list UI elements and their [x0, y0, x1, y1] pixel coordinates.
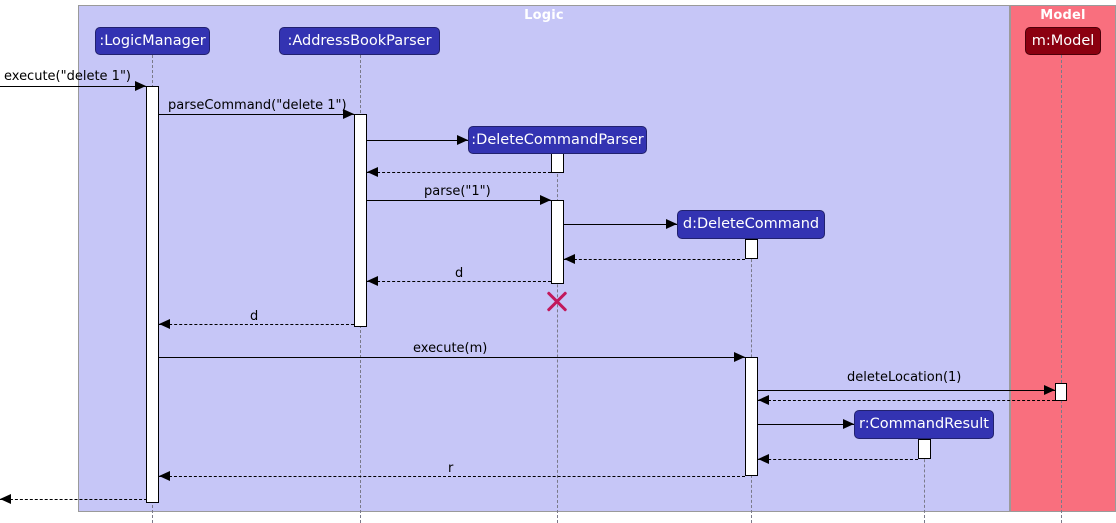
- destroy-delete-command-parser: [544, 288, 570, 314]
- message-label-return-d-to-logic-manager: d: [250, 309, 259, 324]
- message-label-execute-m: execute(m): [413, 341, 488, 356]
- arrow-head-return-d-to-logic-manager: [159, 319, 170, 329]
- participant-label-addressbookparser: :AddressBookParser: [287, 32, 432, 49]
- arrow-head-parse-1: [540, 195, 551, 205]
- participant-label-commandresult: r:CommandResult: [859, 416, 989, 433]
- activation-bar-deletecommandparser-3: [551, 200, 564, 284]
- arrow-head-create-command-result: [843, 419, 854, 429]
- message-label-execute-delete-1: execute("delete 1"): [4, 69, 132, 84]
- message-line-return-d-to-parser: [367, 281, 551, 282]
- arrow-head-return-d-to-parser: [367, 276, 378, 286]
- participant-deletecommand[interactable]: d:DeleteCommand: [677, 210, 825, 239]
- arrow-head-create-delete-command: [666, 219, 677, 229]
- participant-model[interactable]: m:Model: [1025, 27, 1101, 55]
- arrow-head-return-to-caller: [0, 494, 11, 504]
- activation-bar-deletecommandparser-2: [551, 153, 564, 173]
- lifeline-deletecommandparser: [557, 154, 558, 523]
- arrow-head-execute-m: [734, 352, 745, 362]
- message-label-return-d-to-parser: d: [455, 266, 464, 281]
- participant-label-model: m:Model: [1031, 32, 1095, 49]
- arrow-head-return-r: [159, 471, 170, 481]
- participant-logicmanager[interactable]: :LogicManager: [95, 27, 210, 55]
- message-line-parse-1: [367, 200, 551, 201]
- participant-addressbookparser[interactable]: :AddressBookParser: [279, 27, 440, 55]
- message-line-create-delete-command-parser: [367, 140, 468, 141]
- message-line-execute-delete-1: [0, 86, 146, 87]
- model-frame-title: Model: [1040, 8, 1086, 23]
- arrow-head-return-command-result: [758, 454, 769, 464]
- arrow-head-delete-location-1: [1044, 385, 1055, 395]
- message-label-delete-location-1: deleteLocation(1): [847, 370, 962, 385]
- participant-label-deletecommandparser: :DeleteCommandParser: [471, 131, 644, 148]
- message-line-return-delete-command: [564, 259, 745, 260]
- activation-bar-deletecommand-4: [745, 239, 758, 259]
- model-frame: Model: [1010, 5, 1116, 512]
- message-line-return-command-result: [758, 459, 918, 460]
- message-line-create-command-result: [758, 424, 854, 425]
- arrow-head-create-delete-command-parser: [457, 135, 468, 145]
- arrow-head-parse-command: [343, 109, 354, 119]
- lifeline-commandresult: [924, 439, 925, 523]
- message-line-create-delete-command: [564, 224, 677, 225]
- message-line-delete-location-1: [758, 390, 1055, 391]
- arrow-head-return-delete-command: [564, 254, 575, 264]
- message-line-return-delete-command-parser: [367, 172, 551, 173]
- arrow-head-return-delete-command-parser: [367, 167, 378, 177]
- participant-label-deletecommand: d:DeleteCommand: [682, 216, 820, 233]
- arrow-head-return-from-model: [758, 395, 769, 405]
- message-line-execute-m: [159, 357, 745, 358]
- message-line-return-d-to-logic-manager: [159, 324, 354, 325]
- message-line-return-from-model: [758, 400, 1055, 401]
- activation-bar-logicmanager-0: [146, 86, 159, 503]
- activation-bar-commandresult-6: [918, 439, 931, 459]
- message-label-return-r: r: [448, 461, 454, 476]
- activation-bar-deletecommand-5: [745, 357, 758, 476]
- lifeline-model: [1061, 55, 1062, 523]
- activation-bar-addressbookparser-1: [354, 114, 367, 327]
- message-line-parse-command: [159, 114, 354, 115]
- participant-deletecommandparser[interactable]: :DeleteCommandParser: [468, 126, 647, 154]
- arrow-head-execute-delete-1: [135, 81, 146, 91]
- participant-label-logicmanager: :LogicManager: [99, 32, 206, 49]
- message-label-parse-1: parse("1"): [424, 184, 491, 199]
- message-line-return-r: [159, 476, 745, 477]
- participant-commandresult[interactable]: r:CommandResult: [854, 410, 994, 439]
- message-line-return-to-caller: [0, 499, 152, 500]
- logic-frame-title: Logic: [524, 8, 564, 23]
- activation-bar-model-7: [1055, 383, 1067, 401]
- message-label-parse-command: parseCommand("delete 1"): [168, 98, 347, 113]
